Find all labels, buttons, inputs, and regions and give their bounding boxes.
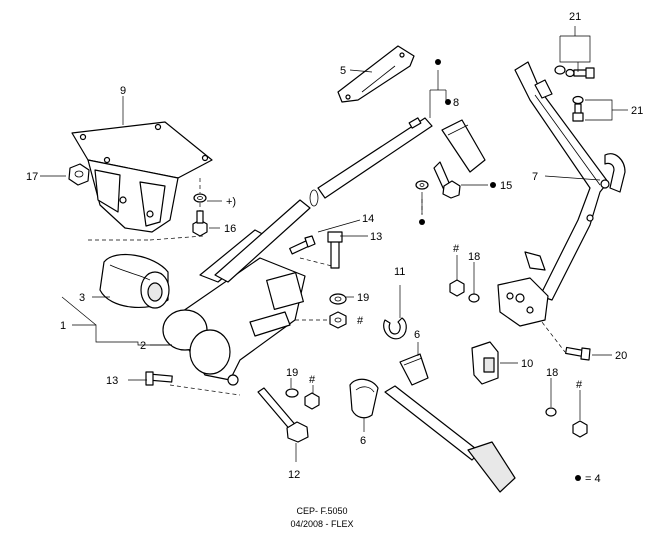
callout-7: 7: [532, 171, 538, 183]
callout-1: 1: [60, 320, 66, 332]
shaft-rod: [214, 117, 433, 283]
lever-arm-part-7: [514, 61, 626, 301]
callout-20: 20: [615, 350, 627, 362]
bolt-part-14: [289, 235, 316, 255]
bolt-part-21-upper: [554, 65, 595, 79]
callout-10: 10: [521, 358, 533, 370]
clip-part-6-upper: [399, 353, 429, 386]
mounting-bracket-part: [71, 121, 213, 233]
nut-part-17: [68, 163, 90, 186]
callout-hash-upper: #: [357, 315, 364, 327]
nut-hash-right-lower: [572, 420, 588, 438]
callout-3: 3: [79, 292, 85, 304]
callout-labels: 9 17 +) 16 3 1 2 13 5 8 15 14 13 19 # 11…: [26, 11, 643, 485]
callout-19-upper: 19: [357, 292, 369, 304]
block-part-10: [471, 341, 499, 385]
footer-date: 04/2008 - FLEX: [290, 519, 353, 529]
lever-plate: [497, 277, 549, 327]
callout-19-lower: 19: [286, 367, 298, 379]
washer-part-18-upper: [468, 293, 480, 303]
callout-18-lower: 18: [546, 367, 558, 379]
pad-part-8: [441, 119, 486, 173]
clip-part-11: [383, 317, 407, 340]
callout-8: 8: [453, 97, 459, 109]
bolt-part-15: [433, 161, 461, 199]
reference-dots: [419, 59, 581, 481]
callout-14: 14: [362, 213, 374, 225]
callout-13-upper: 13: [370, 231, 382, 243]
callout-16: 16: [224, 223, 236, 235]
nut-hash-upper: [329, 311, 347, 329]
bolt-part-12: [257, 387, 309, 443]
callout-11: 11: [394, 266, 405, 278]
bolt-part-13-lower: [145, 371, 173, 386]
callout-9: 9: [120, 85, 126, 97]
washer-part-18-lower: [545, 407, 557, 417]
legend-dot-equals-4: = 4: [585, 473, 601, 485]
callout-15: 15: [500, 180, 512, 192]
washer-plus: [193, 193, 207, 203]
bolt-part-16: [192, 210, 208, 237]
callout-13-lower: 13: [106, 375, 118, 387]
callout-18-upper: 18: [468, 251, 480, 263]
washer-part-19-lower: [285, 388, 299, 398]
callout-12: 12: [288, 469, 300, 481]
callout-5: 5: [340, 65, 346, 77]
nut-hash-right-upper: [449, 279, 465, 297]
nut-hash-lower-left: [304, 392, 320, 410]
bolt-part-21-lower: [572, 95, 584, 122]
clip-part-6-lower: [349, 378, 379, 419]
leader-lines: [40, 26, 628, 462]
washer-part: [415, 180, 429, 190]
callout-hash-right-upper: #: [453, 243, 460, 255]
washer-part-19: [329, 293, 347, 305]
pedal-housing-part-2: [162, 229, 306, 386]
bolt-part-13-upper: [327, 231, 343, 269]
callout-17: 17: [26, 171, 38, 183]
callout-21-right: 21: [631, 105, 643, 117]
callout-21-top: 21: [569, 11, 581, 23]
callout-6-lower: 6: [360, 435, 366, 447]
bracket-part-5: [337, 45, 415, 103]
callout-hash-right-lower: #: [576, 379, 583, 391]
callout-6-upper: 6: [414, 329, 420, 341]
callout-2: 2: [140, 340, 146, 352]
footer-code: CEP- F.5050: [296, 506, 347, 516]
callout-hash-lower-left: #: [309, 374, 316, 386]
bolt-part-20: [565, 346, 591, 361]
bushing-part-3: [99, 253, 170, 309]
pedal-lever: [384, 385, 516, 493]
callout-plus: +): [226, 196, 236, 208]
